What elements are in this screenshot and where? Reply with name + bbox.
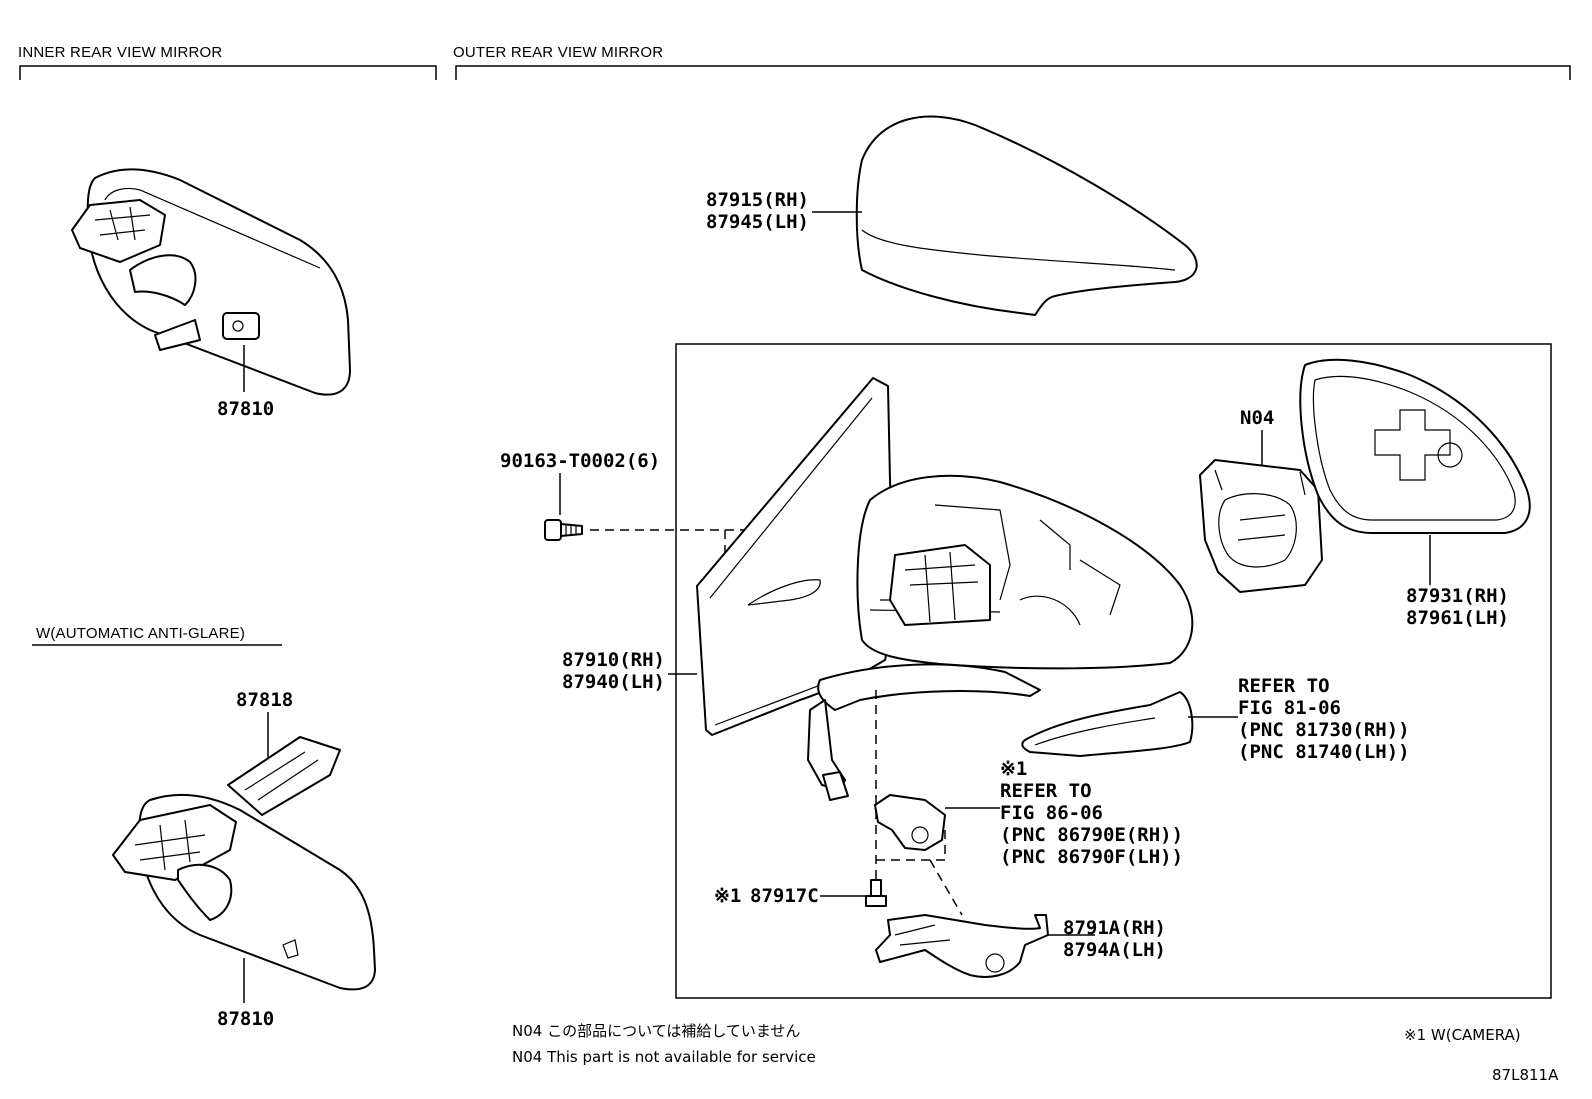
turn-signal-lamp-illustration	[1021, 691, 1194, 757]
anti-glare-mirror-illustration	[112, 736, 376, 991]
ref-86-mark: ※1	[1000, 758, 1027, 780]
part-87961-lh: 87961(LH)	[1406, 607, 1509, 629]
part-n04: N04	[1240, 407, 1274, 429]
outer-mirror-assembly-illustration	[696, 377, 1194, 801]
inner-mirror-illustration	[71, 168, 351, 396]
bolt-mark: ※1	[714, 885, 741, 907]
bolt-illustration	[865, 879, 887, 907]
mirror-motor-illustration	[1199, 459, 1323, 593]
part-90163-screw: 90163-T0002(6)	[500, 450, 660, 472]
part-87915-rh: 87915(RH)	[706, 189, 809, 211]
mirror-cover-illustration	[855, 115, 1198, 316]
outer-section-bracket	[455, 65, 1571, 80]
part-87810-top: 87810	[217, 398, 274, 420]
ref-86-line2: FIG 86-06	[1000, 802, 1103, 824]
part-8794a-lh: 8794A(LH)	[1063, 939, 1166, 961]
part-87818: 87818	[236, 689, 293, 711]
note-n04-english: N04 This part is not available for servi…	[512, 1048, 816, 1066]
screw-illustration	[544, 519, 583, 541]
part-87810-bottom: 87810	[217, 1008, 274, 1030]
ref-81-line4: (PNC 81740(LH))	[1238, 741, 1410, 763]
outer-mirror-section-title: OUTER REAR VIEW MIRROR	[453, 44, 663, 61]
camera-dashed-box	[876, 825, 946, 861]
note-camera-condition: ※1 W(CAMERA)	[1404, 1026, 1521, 1044]
ref-86-line3: (PNC 86790E(RH))	[1000, 824, 1183, 846]
assembly-frame	[675, 343, 1552, 999]
part-8791a-rh: 8791A(RH)	[1063, 917, 1166, 939]
ref-81-line3: (PNC 81730(RH))	[1238, 719, 1410, 741]
part-87931-rh: 87931(RH)	[1406, 585, 1509, 607]
camera-bracket-illustration	[875, 914, 1049, 978]
figure-code: 87L811A	[1492, 1066, 1559, 1084]
ref-81-line1: REFER TO	[1238, 675, 1330, 697]
variant-title: W(AUTOMATIC ANTI-GLARE)	[36, 625, 245, 642]
ref-81-line2: FIG 81-06	[1238, 697, 1341, 719]
part-87940-lh: 87940(LH)	[562, 671, 665, 693]
part-87917c: 87917C	[750, 885, 819, 907]
inner-mirror-section-title: INNER REAR VIEW MIRROR	[18, 44, 222, 61]
ref-86-line4: (PNC 86790F(LH))	[1000, 846, 1183, 868]
part-87945-lh: 87945(LH)	[706, 211, 809, 233]
mirror-glass-illustration	[1299, 358, 1531, 534]
part-87910-rh: 87910(RH)	[562, 649, 665, 671]
ref-86-line1: REFER TO	[1000, 780, 1092, 802]
camera-illustration	[874, 794, 946, 851]
inner-section-bracket	[19, 65, 437, 80]
note-n04-japanese: N04 この部品については補給していません	[512, 1022, 800, 1040]
camera-dashed-diagonal	[929, 859, 963, 916]
